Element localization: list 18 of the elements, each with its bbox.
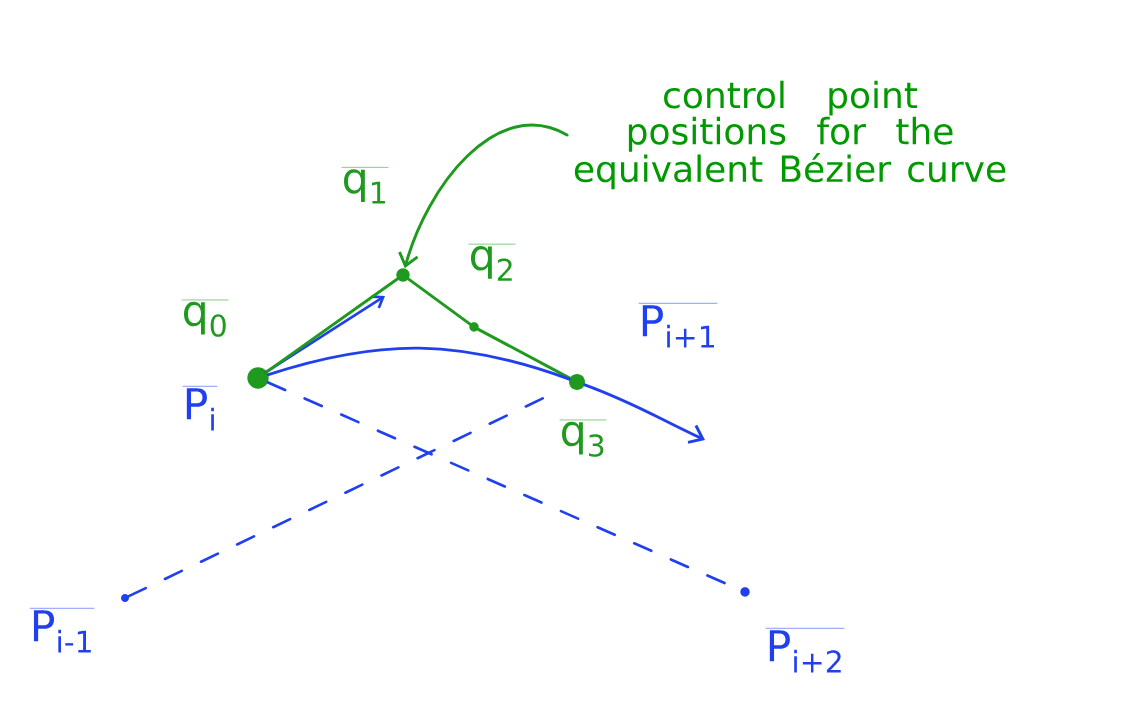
leader-arrow <box>398 123 569 269</box>
point-label: P$_{i}$ <box>182 386 218 431</box>
polygon-line <box>476 327 572 380</box>
polygon-line <box>407 277 472 326</box>
note-text: control point positions for the equivalent Bézier curve <box>574 80 1006 190</box>
point-dot <box>569 374 585 390</box>
point-label: q$_{2}$ <box>468 243 516 281</box>
point-dot <box>247 367 269 389</box>
dashed-line <box>127 396 545 598</box>
point-label: P$_{i+2}$ <box>765 628 845 673</box>
polygon-line <box>265 277 399 374</box>
point-label: q$_{3}$ <box>559 419 607 457</box>
point-label: q$_{0}$ <box>181 299 229 337</box>
curve-line <box>266 346 571 381</box>
point-label: P$_{i-1}$ <box>29 608 95 653</box>
curve-arrow <box>583 383 705 444</box>
point-label: P$_{i+1}$ <box>638 303 718 348</box>
point-label: q$_{1}$ <box>341 167 389 204</box>
